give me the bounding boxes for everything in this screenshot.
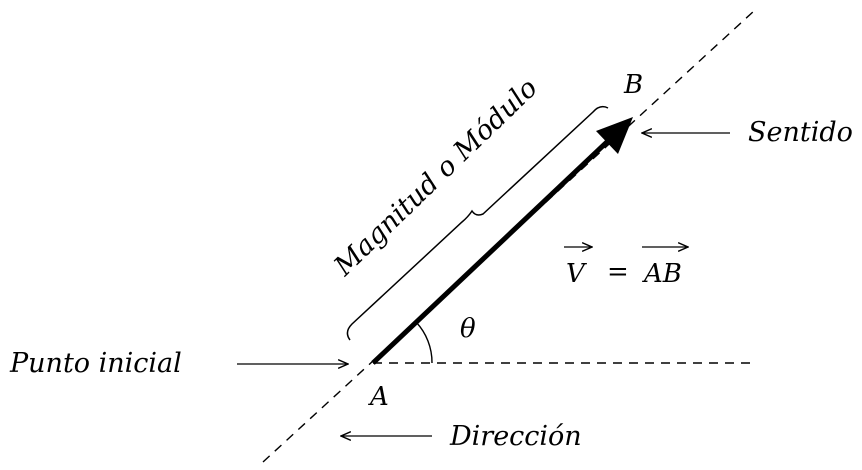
angle-arc [415,321,433,364]
vector-equation: V = AB [564,247,688,289]
vector-arrowhead [596,117,633,154]
initial-point-label: Punto inicial [9,348,182,379]
direction-label: Dirección [449,421,582,452]
equation-v: V [566,259,587,289]
vector-shaft [371,139,610,365]
equation-equals: = [607,257,629,287]
point-a-label: A [368,382,389,412]
angle-theta-label: θ [460,314,476,344]
magnitude-label: Magnitud o Módulo [328,73,544,283]
equation-ab: AB [642,259,682,289]
sense-label: Sentido [748,117,853,148]
point-b-label: B [623,70,643,100]
magnitude-brace [346,105,609,341]
